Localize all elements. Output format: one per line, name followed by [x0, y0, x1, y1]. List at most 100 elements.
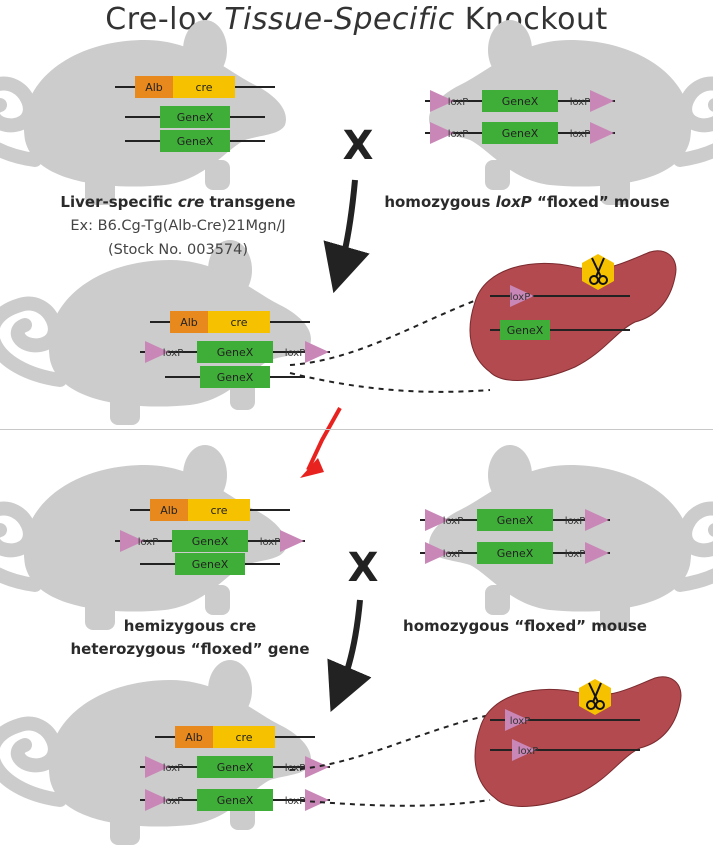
loxp-label: loxP [565, 549, 586, 560]
loxp-site [510, 285, 534, 307]
loxp-label: loxP [510, 716, 531, 727]
genex-box-label: GeneX [217, 371, 254, 384]
cre-box [213, 726, 275, 748]
loxp-label: loxP [163, 348, 184, 359]
loxp-label: loxP [285, 796, 306, 807]
parent1-example: Ex: B6.Cg-Tg(Alb-Cre)21Mgn/J [70, 218, 286, 234]
genex-box [160, 106, 230, 128]
loxp-site [425, 509, 449, 531]
parent3-label-line1: hemizygous cre [123, 617, 257, 635]
loxp-label: loxP [510, 292, 531, 303]
loxp-label: loxP [138, 537, 159, 548]
loxp-label: loxP [443, 549, 464, 560]
genex-box [197, 341, 273, 363]
cre-box [208, 311, 270, 333]
cre-box-label: cre [210, 504, 227, 517]
genex-box-label: GeneX [177, 111, 214, 124]
loxp-label: loxP [570, 97, 591, 108]
loxp-site [280, 530, 304, 552]
genex-box [482, 122, 558, 144]
loxp-site [585, 542, 609, 564]
alb-box [135, 76, 173, 98]
alb-box-label: Alb [185, 731, 203, 744]
genex-box-label: GeneX [502, 127, 539, 140]
loxp-label: loxP [448, 97, 469, 108]
genex-box [200, 366, 270, 388]
loxp-label: loxP [448, 129, 469, 140]
loxp-label: loxP [285, 348, 306, 359]
loxp-site [585, 509, 609, 531]
parent1-stock: (Stock No. 003574) [107, 242, 249, 258]
loxp-site [425, 542, 449, 564]
page-title: Cre-lox Tissue-Specific Knockout [105, 2, 608, 37]
alb-box [175, 726, 213, 748]
liver-icon [469, 250, 677, 381]
genex-box [175, 553, 245, 575]
dashed-connector [289, 714, 491, 771]
cre-box [173, 76, 235, 98]
loxp-site [590, 90, 614, 112]
genex-box-label: GeneX [507, 324, 544, 337]
parent2-label: homozygous loxP “floxed” mouse [384, 193, 670, 211]
cre-box-label: cre [235, 731, 252, 744]
mouse-icon [0, 20, 286, 205]
cross-icon: X [348, 545, 379, 591]
cross-icon: X [343, 123, 374, 169]
loxp-site [305, 789, 329, 811]
mouse-icon [429, 445, 713, 630]
parent3-label-line2: heterozygous “floxed” gene [70, 640, 310, 658]
arrow-icon [323, 179, 370, 294]
loxp-label: loxP [163, 763, 184, 774]
loxp-label: loxP [260, 537, 281, 548]
loxp-site [305, 756, 329, 778]
genex-box-label: GeneX [502, 95, 539, 108]
liver-icon [474, 676, 682, 807]
loxp-site [145, 756, 169, 778]
cre-box [188, 499, 250, 521]
genex-box-label: GeneX [497, 547, 534, 560]
alb-box [170, 311, 208, 333]
mouse-icon [0, 660, 311, 845]
cre-box-label: cre [230, 316, 247, 329]
loxp-site [145, 341, 169, 363]
scissors-icon [582, 254, 614, 290]
loxp-site [590, 122, 614, 144]
loxp-label: loxP [285, 763, 306, 774]
parent1-label: Liver-specific cre transgene [60, 193, 296, 211]
genex-box-label: GeneX [217, 346, 254, 359]
genex-box-label: GeneX [217, 794, 254, 807]
loxp-label: loxP [518, 746, 539, 757]
genex-box [482, 90, 558, 112]
alb-box [150, 499, 188, 521]
parent4-label: homozygous “floxed” mouse [403, 617, 647, 635]
panel-divider [0, 429, 713, 430]
loxp-label: loxP [570, 129, 591, 140]
dashed-connector [289, 372, 491, 393]
alb-box-label: Alb [160, 504, 178, 517]
alb-box-label: Alb [180, 316, 198, 329]
genex-box-label: GeneX [192, 535, 229, 548]
loxp-site [430, 122, 454, 144]
genex-box-label: GeneX [177, 135, 214, 148]
loxp-label: loxP [565, 516, 586, 527]
alb-box-label: Alb [145, 81, 163, 94]
genex-box-label: GeneX [192, 558, 229, 571]
loxp-site [430, 90, 454, 112]
loxp-site [305, 341, 329, 363]
loxp-site [512, 739, 536, 761]
genex-box-label: GeneX [497, 514, 534, 527]
highlight-arrow-icon [306, 407, 342, 471]
genex-box [197, 789, 273, 811]
mouse-icon [429, 20, 713, 205]
genex-box [172, 530, 248, 552]
dashed-connector [289, 799, 491, 807]
genex-box [197, 756, 273, 778]
loxp-site [505, 709, 529, 731]
loxp-site [120, 530, 144, 552]
genex-box [500, 320, 550, 340]
highlight-arrow-head [300, 458, 324, 478]
arrow-icon [327, 599, 372, 713]
genex-box-label: GeneX [217, 761, 254, 774]
